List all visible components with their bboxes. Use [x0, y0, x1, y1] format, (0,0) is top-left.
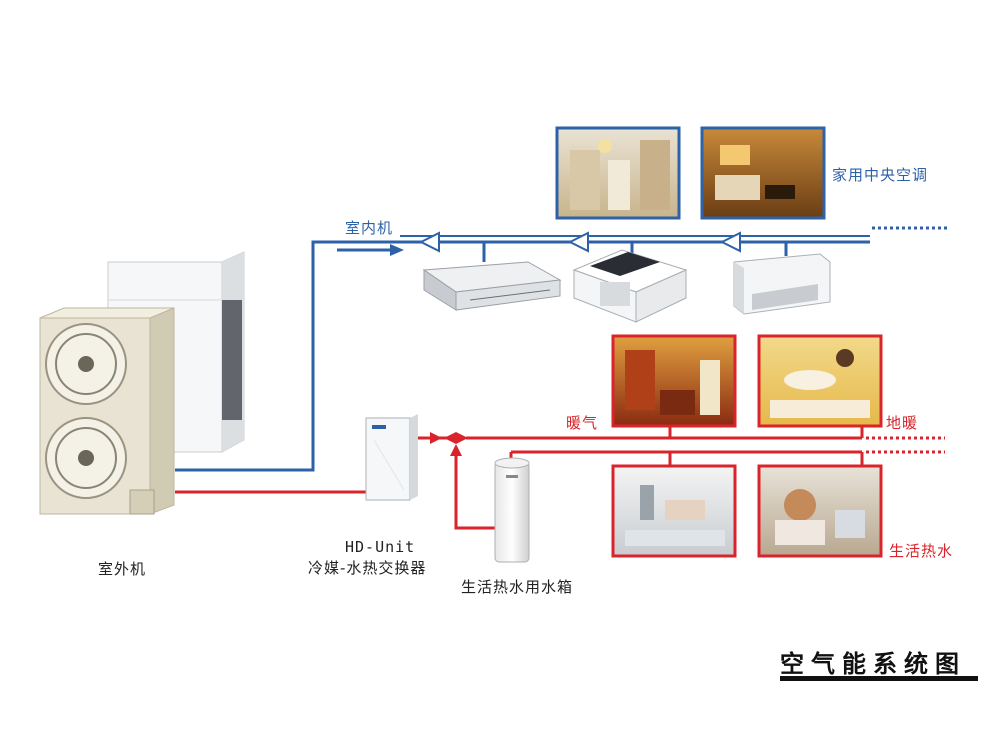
cassette-unit-icon [572, 249, 688, 323]
flow-direction-icons [418, 231, 741, 253]
washing-face-photo [757, 464, 883, 558]
living-room-photo-1 [555, 126, 681, 220]
domestic-hot-water-label: 生活热水 [889, 542, 954, 560]
floor-console-icon [733, 253, 831, 315]
outdoor-unit-label: 室外机 [98, 560, 147, 578]
three-way-valve-icon [444, 432, 468, 456]
hd-unit-icon [365, 414, 418, 501]
radiator-photo [611, 334, 737, 428]
floor-heating-label: 地暖 [886, 414, 919, 432]
refrigerant-piping [175, 226, 950, 472]
valve-arrow-icon [430, 432, 442, 444]
faucet-photo [611, 464, 737, 558]
ducted-unit-icon [422, 261, 562, 311]
title-underline [780, 676, 978, 681]
indoor-unit-label: 室内机 [345, 219, 394, 237]
arrow-head-icon [390, 244, 404, 256]
outdoor-unit-fan-icon [39, 307, 175, 515]
water-tank-label: 生活热水用水箱 [461, 578, 574, 596]
home-central-ac-label: 家用中央空调 [832, 166, 929, 184]
radiator-label: 暖气 [566, 414, 599, 432]
floor-heating-photo [757, 334, 883, 428]
water-tank-icon [494, 457, 530, 563]
living-room-photo-2 [700, 126, 826, 220]
hd-unit-description: 冷媒-水热交换器 [308, 559, 427, 577]
hd-unit-name: HD-Unit [345, 538, 416, 556]
page-title: 空气能系统图 [780, 650, 966, 678]
